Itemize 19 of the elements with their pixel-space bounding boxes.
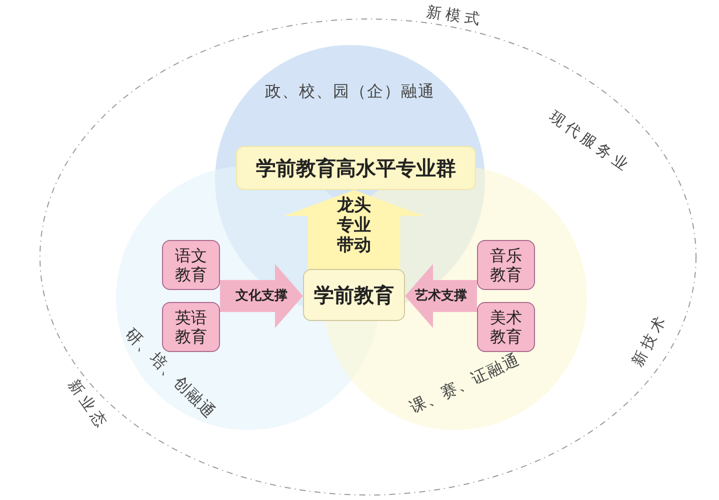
title-box: 学前教育 xyxy=(303,269,405,321)
ring-label: 新业态 xyxy=(64,376,112,434)
circle-heading: 课、赛、证融通 xyxy=(406,349,524,419)
edge-label: 艺术支撑 xyxy=(415,290,467,302)
title-box: 学前教育高水平专业群 xyxy=(236,146,476,190)
edge-label: 文化支撑 xyxy=(236,290,288,302)
block-arrow xyxy=(220,264,303,296)
block-arrow xyxy=(405,264,477,296)
block-arrow xyxy=(405,296,477,328)
subject-box: 语文教育 xyxy=(162,240,220,290)
edge-label: 龙头专业带动 xyxy=(336,194,372,256)
ring-label: 现代服务业 xyxy=(546,106,634,178)
block-arrow xyxy=(220,296,303,328)
ring-label: 新模式 xyxy=(425,2,485,30)
ring-label: 新技术 xyxy=(628,310,672,370)
subject-box: 音乐教育 xyxy=(477,240,535,290)
subject-box: 美术教育 xyxy=(477,302,535,352)
subject-box: 英语教育 xyxy=(162,302,220,352)
circle-heading: 政、校、园（企）融通 xyxy=(265,82,435,102)
